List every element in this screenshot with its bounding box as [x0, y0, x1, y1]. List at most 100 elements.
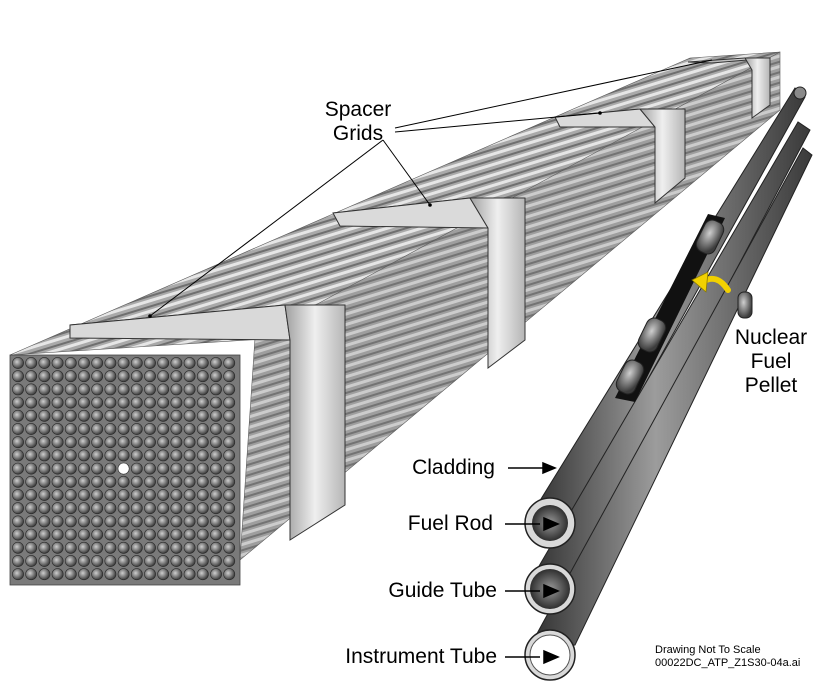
rod-end [12, 555, 24, 567]
rod-end [78, 436, 90, 449]
rod-end [223, 462, 236, 475]
rod-end [223, 370, 236, 383]
rod-end [210, 357, 222, 369]
rod-end [130, 462, 143, 475]
rod-end [183, 396, 196, 409]
rod-end [196, 515, 209, 528]
rod-end [91, 475, 104, 488]
rod-end [183, 449, 196, 462]
rod-end [170, 396, 183, 409]
rod-end [25, 541, 38, 554]
rod-group [524, 86, 813, 681]
rod-end [12, 370, 24, 383]
rod-end [196, 568, 209, 581]
rod-end [157, 462, 170, 475]
rod-end [38, 383, 51, 396]
rod-end [38, 409, 51, 422]
rod-end [104, 383, 117, 396]
rod-end [91, 449, 104, 462]
rod-end [78, 357, 90, 369]
rod-end [38, 568, 51, 581]
rod-end [51, 568, 64, 581]
rod-end [78, 449, 90, 462]
rod-end [38, 449, 51, 462]
rod-end [12, 396, 24, 409]
rod-end [91, 462, 104, 475]
rod-end [64, 357, 77, 369]
drawing-file-id: 00022DC_ATP_Z1S30-04a.ai [655, 657, 801, 669]
rod-end [104, 423, 117, 435]
rod-end [210, 370, 222, 383]
rod-end [157, 357, 170, 369]
rod-end [104, 449, 117, 462]
rod-end [12, 462, 24, 475]
rod-end [104, 555, 117, 567]
rod-end [117, 396, 130, 409]
rod-end [210, 515, 222, 528]
nuclear-label-line3: Pellet [744, 374, 798, 397]
rod-end [157, 541, 170, 554]
rod-end [91, 370, 104, 383]
cladding-label: Cladding [412, 456, 495, 479]
rod-end [223, 555, 236, 567]
rod-end [157, 475, 170, 488]
rod-end [78, 370, 90, 383]
rod-end [170, 541, 183, 554]
rod-end [91, 383, 104, 396]
rod-end [64, 568, 77, 581]
rod-end [183, 423, 196, 435]
rod-end [223, 449, 236, 462]
rod-end [117, 568, 130, 581]
fuel-rod-label: Fuel Rod [407, 512, 493, 535]
rod-end [38, 555, 51, 567]
rod-end [170, 370, 183, 383]
rod-end [196, 489, 209, 501]
rod-end [210, 462, 222, 475]
rod-end [51, 396, 64, 409]
rod-end [25, 528, 38, 541]
rod-end [91, 436, 104, 449]
rod-end [144, 436, 156, 449]
rod-end [130, 515, 143, 528]
rod-end [104, 475, 117, 488]
rod-end [12, 475, 24, 488]
rod-end [78, 555, 90, 567]
rod-end [51, 409, 64, 422]
rod-end [117, 475, 130, 488]
rod-end [91, 489, 104, 501]
rod-end [64, 423, 77, 435]
rod-end [104, 357, 117, 369]
rod-end [144, 383, 156, 396]
rod-end [130, 489, 143, 501]
rod-end [38, 396, 51, 409]
rod-end [144, 396, 156, 409]
rod-end [64, 502, 77, 515]
rod-end [104, 528, 117, 541]
rod-end [38, 515, 51, 528]
rod-end [130, 423, 143, 435]
rod-end [64, 489, 77, 501]
rod-end [91, 568, 104, 581]
rod-end [157, 383, 170, 396]
rod-end [51, 383, 64, 396]
rod-end [117, 541, 130, 554]
rod-end [64, 383, 77, 396]
rod-end [130, 357, 143, 369]
rod-end [104, 568, 117, 581]
rod-end [183, 568, 196, 581]
rod-end [51, 502, 64, 515]
rod-end [223, 541, 236, 554]
rod-end [51, 475, 64, 488]
spacer-grid-rear [554, 108, 686, 205]
rod-end [223, 475, 236, 488]
rod-end [91, 528, 104, 541]
rod-end [104, 489, 117, 501]
rod-end [91, 423, 104, 435]
rod-end [223, 423, 236, 435]
rod-end [38, 357, 51, 369]
rod-end [223, 489, 236, 501]
rod-end [170, 357, 183, 369]
rod-end [144, 462, 156, 475]
rod-end [170, 449, 183, 462]
